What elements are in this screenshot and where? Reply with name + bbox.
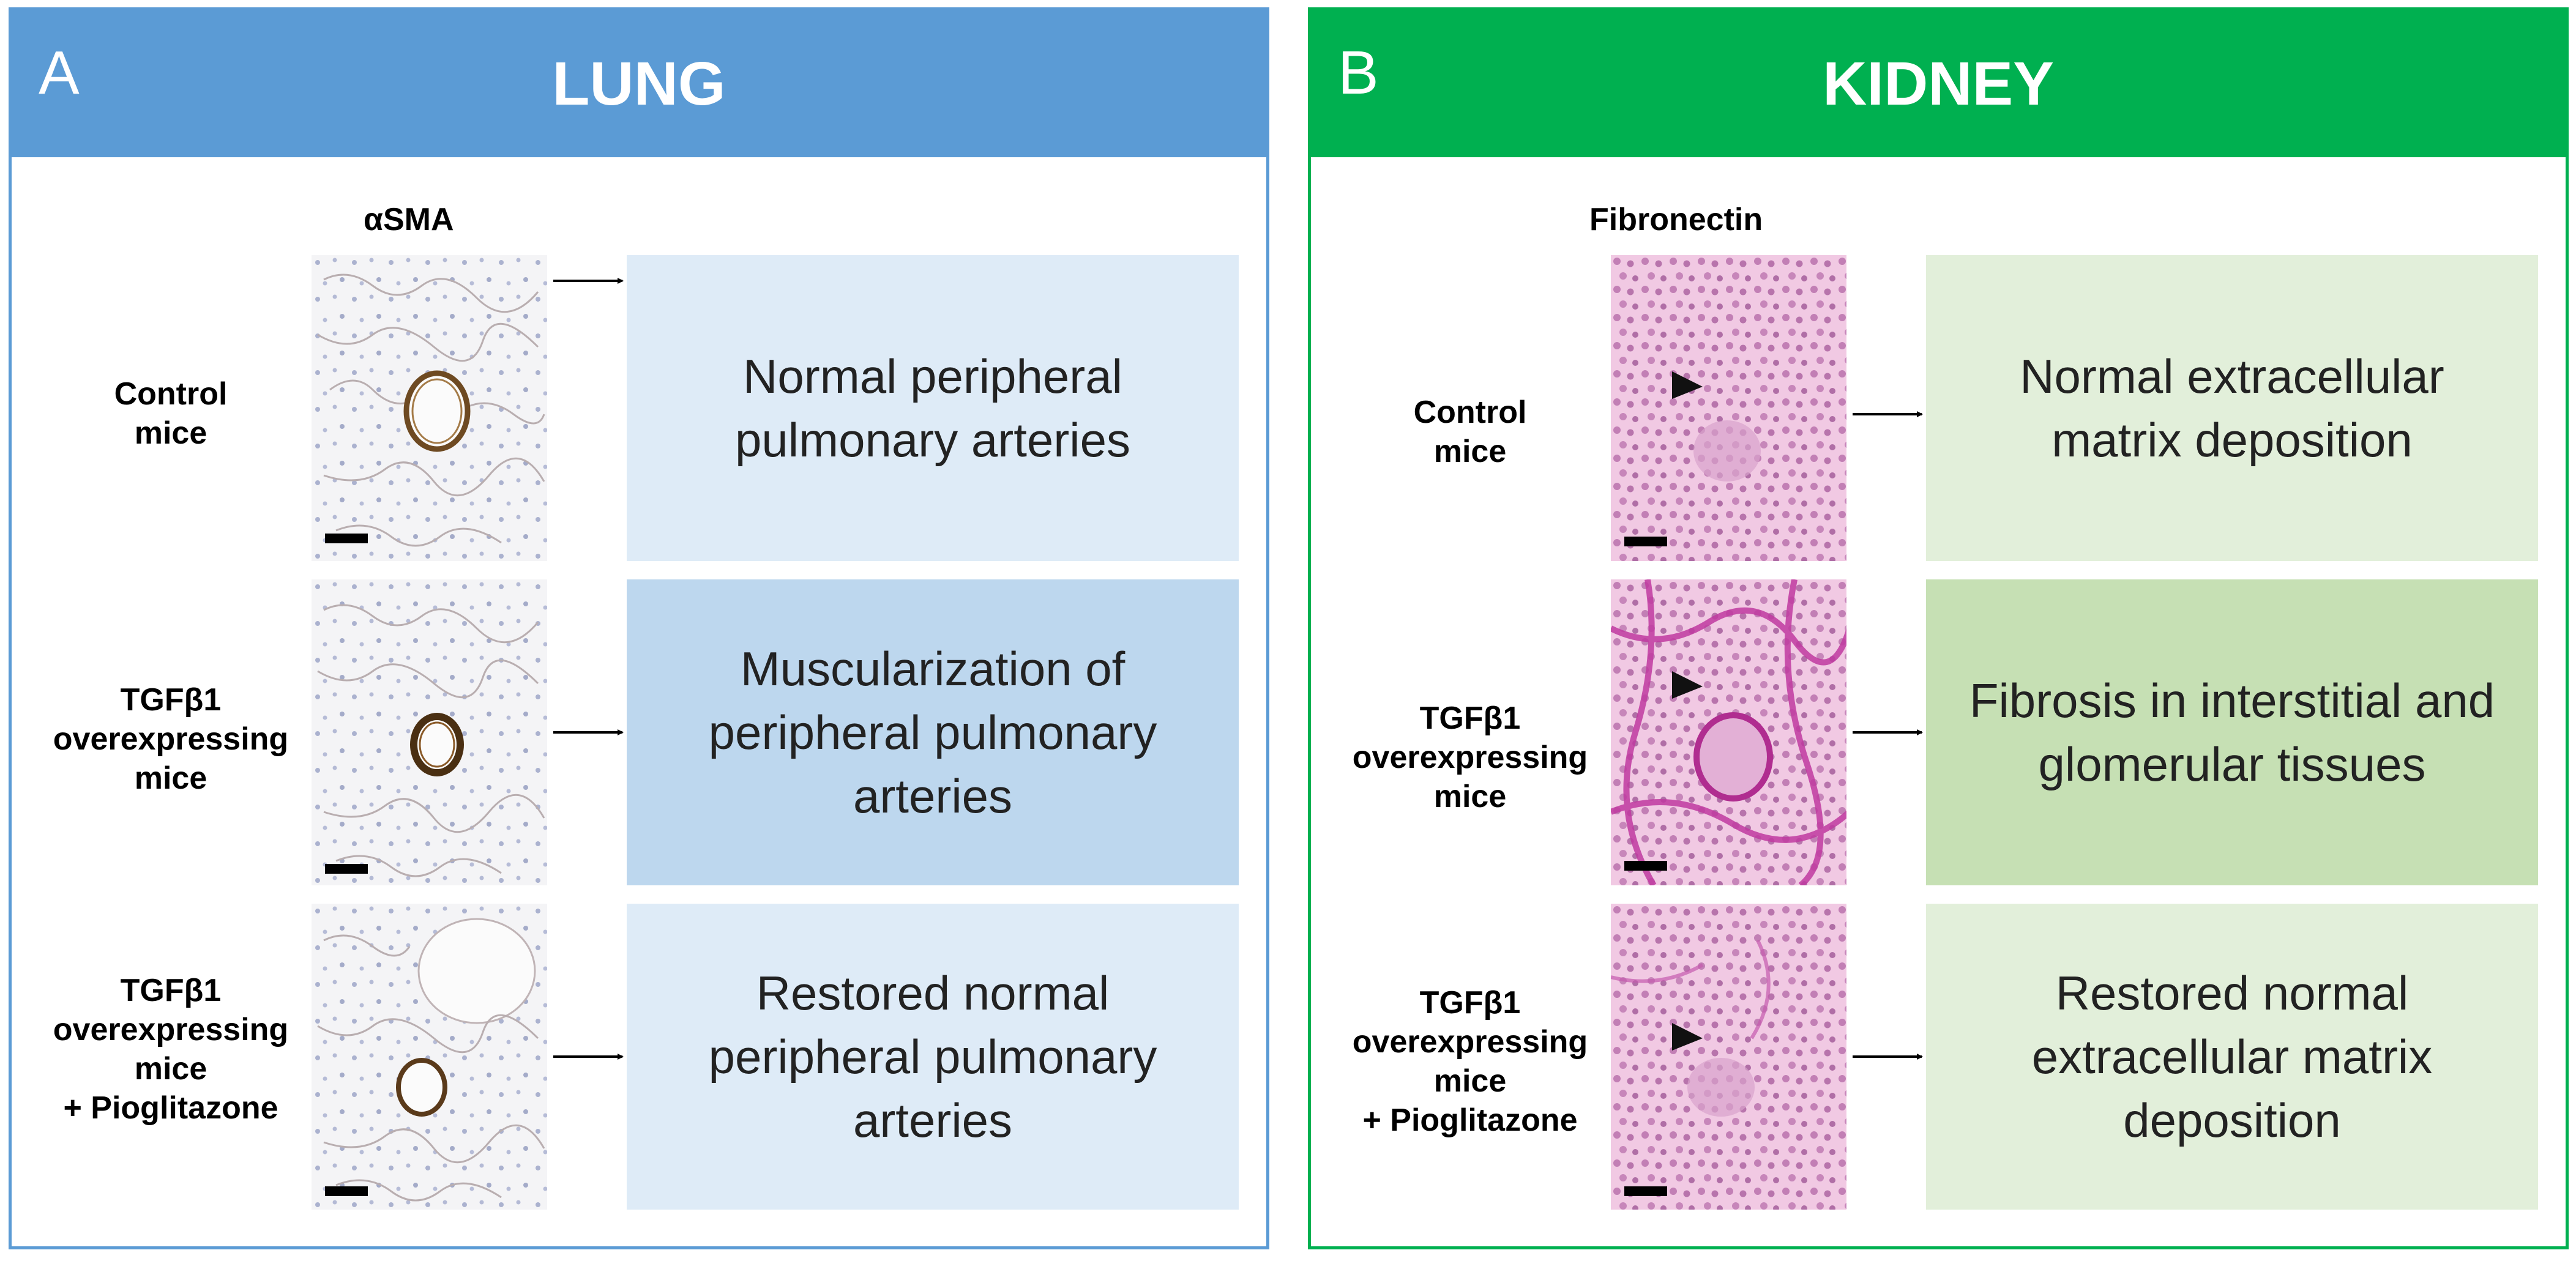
kidney-result-3-text: Restored normal extracellular matrix dep… [2031, 966, 2433, 1147]
kidney-micrograph-tgfb1 [1611, 579, 1846, 885]
kidney-row-2-label-text: TGFβ1 overexpressing mice [1352, 701, 1588, 814]
lung-row-3-label: TGFβ1 overexpressing mice + Pioglitazone [36, 971, 305, 1128]
lung-micrograph-tgfb1 [312, 579, 547, 885]
lung-micrograph-control [312, 255, 547, 561]
kidney-result-2: Fibrosis in interstitial and glomerular … [1926, 579, 2538, 885]
kidney-arrow-1 [1853, 411, 1923, 417]
lung-arrow-2 [553, 729, 624, 735]
lung-row-3-label-text: TGFβ1 overexpressing mice + Pioglitazone [53, 973, 289, 1126]
fibronectin-stain-label: Fibronectin [1589, 202, 1763, 237]
lung-panel-header: A LUNG [12, 10, 1266, 157]
kidney-arrow-2 [1853, 729, 1923, 735]
lung-row-1-label: Control mice [36, 374, 305, 453]
kidney-row-3-label-text: TGFβ1 overexpressing mice + Pioglitazone [1352, 985, 1588, 1138]
lung-result-1: Normal peripheral pulmonary arteries [627, 255, 1239, 561]
lung-arrow-3 [553, 1054, 624, 1060]
kidney-micrograph-pioglitazone [1611, 904, 1846, 1210]
kidney-result-1: Normal extracellular matrix deposition [1926, 255, 2538, 561]
kidney-result-1-text: Normal extracellular matrix deposition [2020, 349, 2444, 467]
panel-letter-a: A [39, 39, 80, 107]
lung-row-1-label-text: Control mice [114, 376, 228, 451]
kidney-row-1-label-text: Control mice [1413, 395, 1527, 469]
kidney-panel-header: B KIDNEY [1311, 10, 2566, 157]
lung-result-2: Muscularization of peripheral pulmonary … [627, 579, 1239, 885]
kidney-panel: B KIDNEY Fibronectin Control mice Normal… [1308, 7, 2569, 1249]
kidney-row-1-label: Control mice [1335, 393, 1605, 471]
kidney-result-2-text: Fibrosis in interstitial and glomerular … [1969, 674, 2495, 791]
lung-row-2-label: TGFβ1 overexpressing mice [36, 680, 305, 798]
asma-stain-label: αSMA [364, 202, 454, 237]
lung-result-1-text: Normal peripheral pulmonary arteries [735, 349, 1130, 467]
kidney-result-3: Restored normal extracellular matrix dep… [1926, 904, 2538, 1210]
lung-arrow-1 [553, 278, 624, 284]
kidney-title: KIDNEY [1823, 50, 2054, 118]
lung-result-3: Restored normal peripheral pulmonary art… [627, 904, 1239, 1210]
lung-row-2-label-text: TGFβ1 overexpressing mice [53, 682, 289, 796]
kidney-row-2-label: TGFβ1 overexpressing mice [1335, 699, 1605, 816]
lung-result-3-text: Restored normal peripheral pulmonary art… [708, 966, 1157, 1147]
lung-micrograph-pioglitazone [312, 904, 547, 1210]
lung-result-2-text: Muscularization of peripheral pulmonary … [708, 642, 1157, 823]
lung-panel: A LUNG αSMA Control mice Normal peripher… [9, 7, 1269, 1249]
arrowhead-marker [1672, 371, 1703, 399]
panel-letter-b: B [1338, 39, 1379, 107]
kidney-row-3-label: TGFβ1 overexpressing mice + Pioglitazone [1335, 983, 1605, 1140]
kidney-arrow-3 [1853, 1054, 1923, 1060]
kidney-micrograph-control [1611, 255, 1846, 561]
lung-title: LUNG [552, 50, 726, 118]
